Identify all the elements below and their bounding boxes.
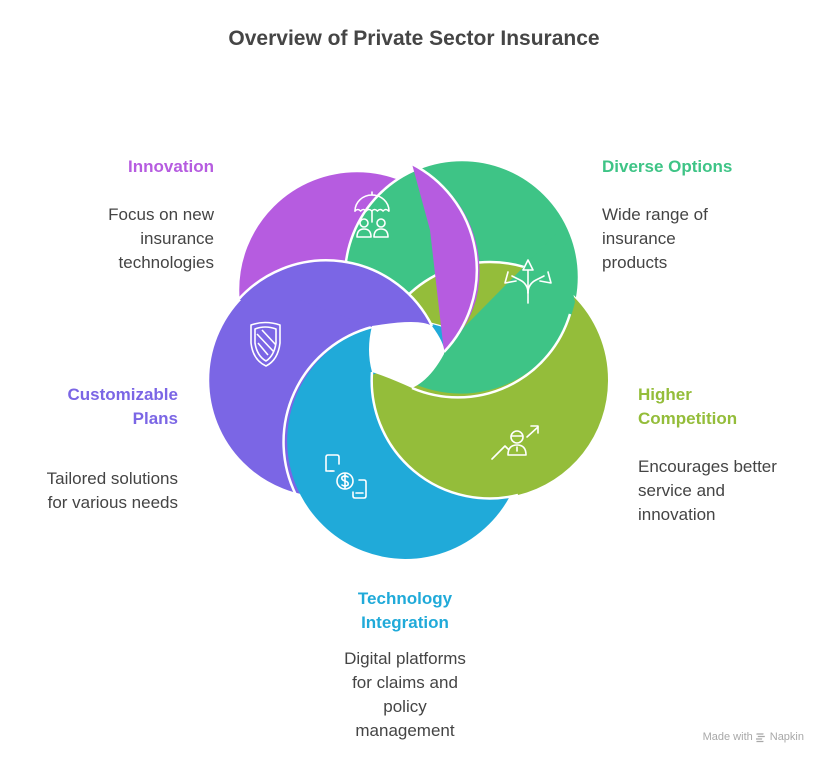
title-line: Competition xyxy=(638,409,738,428)
napkin-logo-icon xyxy=(755,732,765,742)
innovation-description: Focus on new insurance technologies xyxy=(40,203,214,275)
desc-line: technologies xyxy=(118,253,214,272)
branching-arrows-icon xyxy=(504,259,552,304)
desc-line: service and xyxy=(638,481,725,500)
title-line: Technology xyxy=(357,589,453,608)
customizable-plans-title: Customizable Plans xyxy=(20,383,178,431)
page-title: Overview of Private Sector Insurance xyxy=(228,27,600,50)
diverse-options-description: Wide range of insurance products xyxy=(602,203,802,275)
desc-line: Focus on new xyxy=(108,205,214,224)
higher-competition-title: Higher Competition xyxy=(638,383,818,431)
desc-line: Encourages better xyxy=(638,457,777,476)
petal-diverse-options-overlap xyxy=(410,230,575,399)
technology-integration-title: Technology Integration xyxy=(305,587,505,635)
person-growth-icon xyxy=(491,425,539,460)
desc-line: insurance xyxy=(140,229,214,248)
napkin-watermark[interactable]: Made with Napkin xyxy=(703,731,804,743)
desc-line: Tailored solutions xyxy=(46,469,178,488)
petal-customizable-plans-overlap xyxy=(237,259,434,330)
made-with-text: Made with xyxy=(702,731,753,743)
desc-line: insurance xyxy=(602,229,676,248)
umbrella-people-icon xyxy=(354,191,390,238)
desc-line: for various needs xyxy=(47,493,178,512)
desc-line: for claims and xyxy=(352,673,458,692)
desc-line: management xyxy=(355,721,455,740)
title-line: Higher xyxy=(638,385,692,404)
petal-innovation-overlap xyxy=(411,162,480,353)
desc-line: products xyxy=(602,253,668,272)
desc-line: innovation xyxy=(638,505,716,524)
desc-line: policy xyxy=(383,697,427,716)
title-line: Integration xyxy=(361,613,449,632)
desc-line: Digital platforms xyxy=(344,649,466,668)
center-hole xyxy=(369,322,445,388)
diverse-options-title: Diverse Options xyxy=(602,157,733,176)
customizable-plans-description: Tailored solutions for various needs xyxy=(10,467,178,515)
technology-integration-description: Digital platforms for claims and policy … xyxy=(305,647,505,743)
innovation-title: Innovation xyxy=(128,157,214,176)
higher-competition-description: Encourages better service and innovation xyxy=(638,455,823,527)
desc-line: Wide range of xyxy=(602,205,708,224)
napkin-brand-text: Napkin xyxy=(769,731,804,743)
shield-icon xyxy=(250,321,281,367)
mobile-payment-icon xyxy=(325,454,367,499)
title-line: Customizable xyxy=(67,385,178,404)
title-line: Plans xyxy=(132,409,178,428)
